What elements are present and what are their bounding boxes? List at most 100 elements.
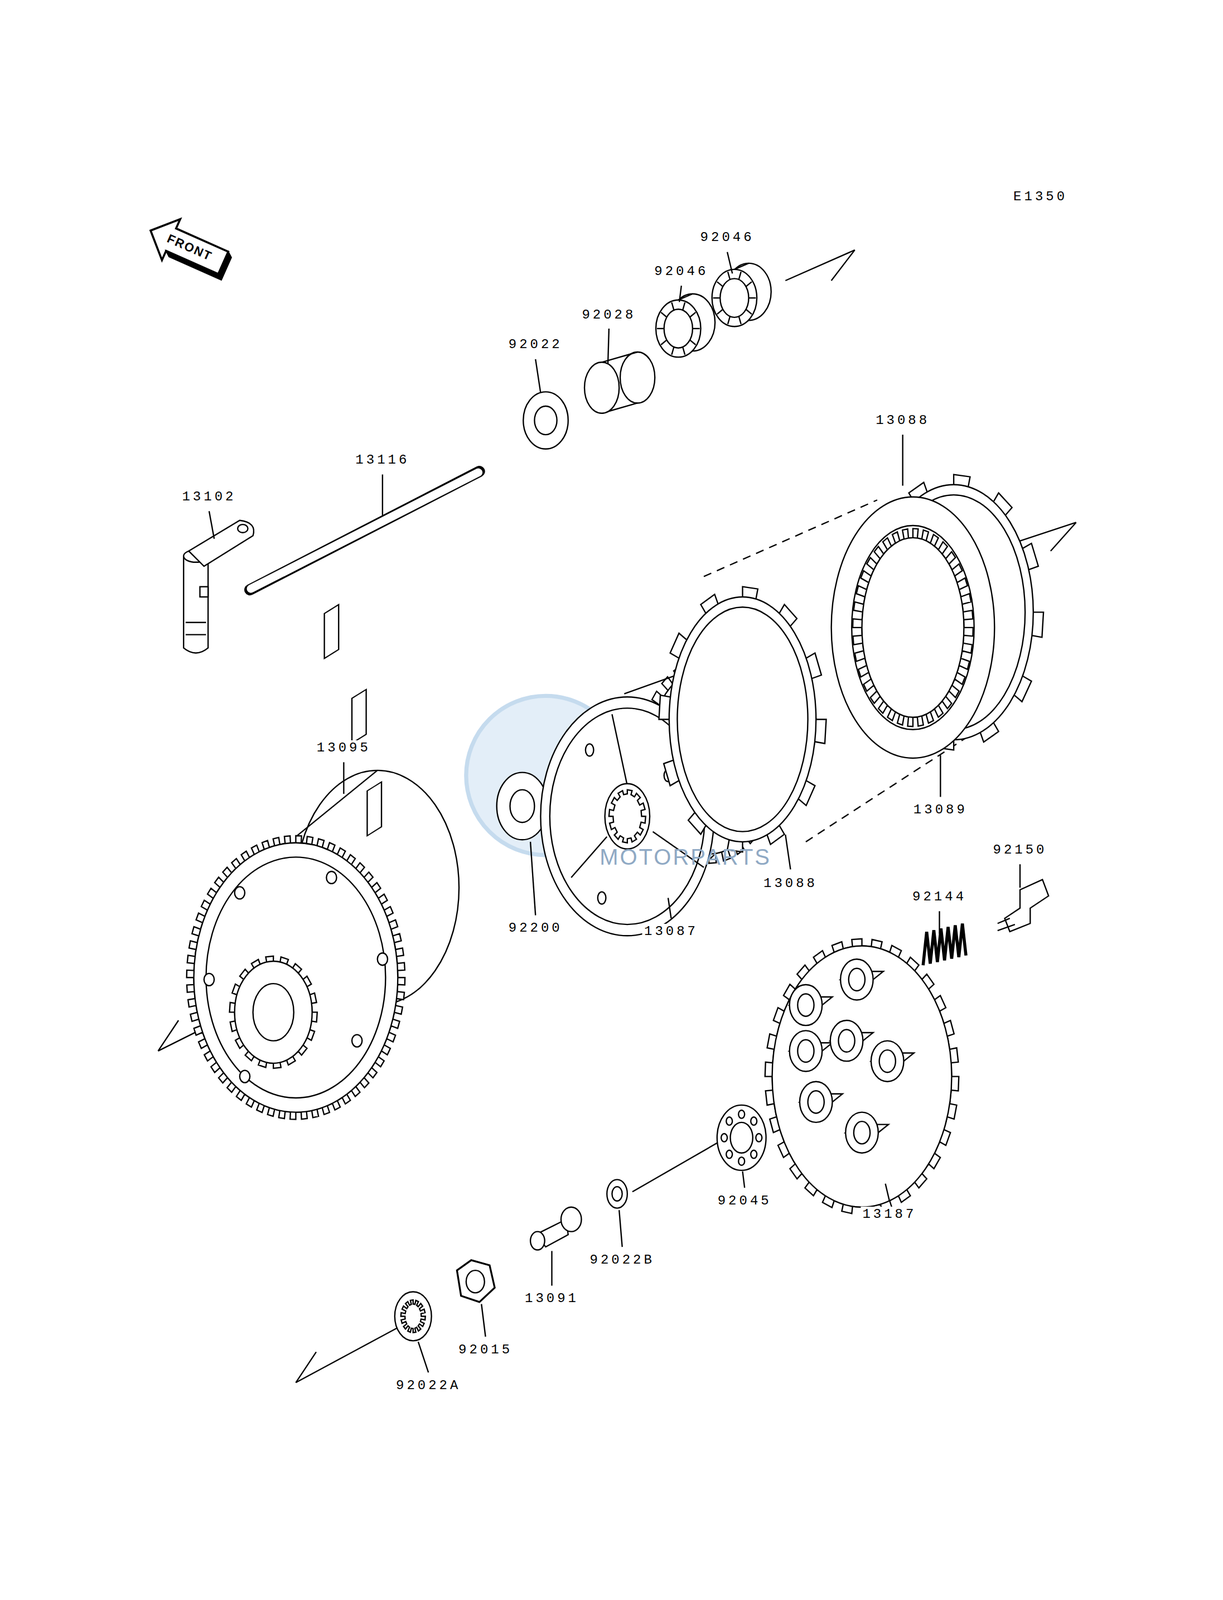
drawing xyxy=(141,209,1077,1382)
thrust-washer xyxy=(496,772,548,840)
ball-bearing-bore xyxy=(730,1122,753,1153)
shaft-groove xyxy=(185,621,207,623)
leader-line xyxy=(550,1250,553,1285)
needle-roller xyxy=(738,271,742,280)
needle-roller xyxy=(717,281,723,287)
push-rod-fill xyxy=(250,472,479,589)
leader-line xyxy=(668,897,671,919)
needle-bearing-bore xyxy=(664,308,693,348)
primary-gear xyxy=(229,955,318,1068)
housing-slot xyxy=(324,604,340,659)
leader-line xyxy=(530,841,536,916)
release-shaft xyxy=(183,556,209,654)
ball-bearing xyxy=(717,1104,767,1171)
steel-plate-teeth xyxy=(852,528,974,727)
needle-roller xyxy=(660,312,667,318)
pressure-boss-face xyxy=(830,1020,864,1061)
leader-line xyxy=(785,834,791,869)
leader-line xyxy=(939,754,941,797)
pressure-boss-hole xyxy=(879,1049,896,1072)
needle-roller xyxy=(660,339,667,345)
hub-spoke xyxy=(611,713,627,786)
callout-number: 92046 xyxy=(698,229,757,246)
pusher-head xyxy=(561,1206,582,1232)
pressure-boss-face xyxy=(799,1081,833,1123)
leader-line xyxy=(742,1171,746,1188)
axis-line xyxy=(295,1318,413,1382)
callout-number: 92022 xyxy=(506,336,565,353)
pressure-boss-face xyxy=(840,958,874,1000)
thrust-washer-hole xyxy=(510,789,535,823)
callout-number: 92045 xyxy=(716,1192,774,1209)
leader-line xyxy=(885,1183,890,1201)
needle-roller xyxy=(656,327,665,330)
friction-plate-tabs xyxy=(659,586,827,853)
needle-roller xyxy=(682,346,685,355)
callout-number: 92028 xyxy=(579,307,638,323)
bearing-ball xyxy=(726,1149,733,1159)
leader-line xyxy=(938,910,940,934)
release-lever xyxy=(188,520,254,567)
shaft-groove xyxy=(185,633,207,635)
needle-bearing-edge xyxy=(734,263,749,270)
needle-roller xyxy=(727,271,731,280)
leader-line xyxy=(342,761,345,794)
leader-line xyxy=(901,434,903,486)
lever-hole xyxy=(237,524,248,533)
bearing-ball xyxy=(738,1109,745,1119)
callout-number: 92144 xyxy=(910,888,969,905)
pressure-boss-face xyxy=(845,1112,879,1153)
steel-plate-inner xyxy=(851,525,974,730)
callout-number: 92022B xyxy=(587,1251,656,1268)
front-arrow xyxy=(141,209,233,284)
needle-roller xyxy=(746,281,752,287)
axis-line xyxy=(157,1020,179,1051)
housing-slot xyxy=(366,781,382,836)
callout-number: 13089 xyxy=(911,801,970,818)
leader-line xyxy=(382,474,384,515)
shaft-notch xyxy=(199,586,209,597)
front-indicator: FRONT xyxy=(163,230,216,265)
leader-line xyxy=(679,285,682,302)
leader-line xyxy=(481,1303,486,1337)
drawing-code: E1350 xyxy=(1011,189,1070,205)
hub-hole xyxy=(585,743,594,756)
needle-bearing xyxy=(655,300,701,357)
axis-line xyxy=(632,1137,727,1192)
pressure-boss-hole xyxy=(797,993,814,1016)
housing-bore xyxy=(253,983,294,1041)
pressure-boss-face xyxy=(789,1030,823,1071)
callout-number: 92150 xyxy=(991,842,1050,858)
washer xyxy=(523,391,568,449)
spring-bolt xyxy=(1004,879,1050,932)
pressure-plate-teeth xyxy=(765,938,960,1215)
pressure-boss-hole xyxy=(808,1090,825,1113)
needle-roller xyxy=(727,316,731,325)
pressure-boss-face xyxy=(871,1040,905,1082)
leader-line xyxy=(619,1209,622,1247)
housing-gear xyxy=(186,835,405,1119)
housing-slot xyxy=(351,689,367,743)
callout-number: 92046 xyxy=(652,263,710,280)
hub-nut xyxy=(456,1259,495,1302)
hub-inner-splines xyxy=(608,789,646,843)
callout-number: 92022A xyxy=(394,1377,463,1394)
callout-number: 13087 xyxy=(642,923,700,940)
friction-plate xyxy=(669,596,816,842)
axis-line xyxy=(1050,521,1077,551)
steel-plate xyxy=(831,496,995,758)
hub-hole xyxy=(597,891,607,905)
axis-line xyxy=(295,1351,317,1382)
needle-roller xyxy=(671,302,674,311)
needle-roller xyxy=(689,312,696,318)
needle-roller xyxy=(717,309,723,315)
housing-hole xyxy=(377,952,388,965)
callout-number: 13091 xyxy=(523,1290,581,1307)
callout-number: 92015 xyxy=(456,1341,515,1358)
axis-line xyxy=(785,249,855,281)
small-washer-hole xyxy=(611,1186,622,1201)
pressure-boss-hole xyxy=(797,1039,814,1062)
collar-end xyxy=(620,351,655,403)
needle-roller xyxy=(692,327,700,330)
small-washer xyxy=(606,1178,628,1208)
